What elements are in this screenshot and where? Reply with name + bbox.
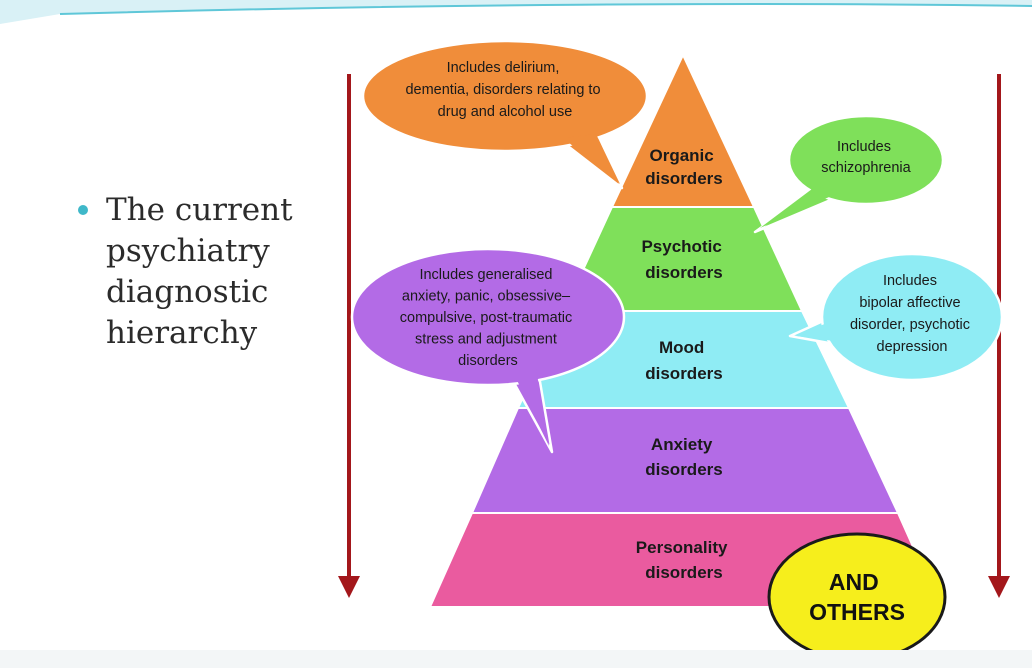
callout-anxiety: Includes generalised anxiety, panic, obs… [350, 247, 626, 454]
bullet-text: The current psychiatry diagnostic hierar… [106, 190, 318, 354]
footer-strip [0, 650, 1032, 668]
and-others-badge: AND OTHERS [767, 532, 947, 662]
callout-organic: Includes delirium, dementia, disorders r… [361, 39, 649, 190]
level-label-mood: Mood disorders [645, 338, 722, 383]
callout-mood: Includes bipolar affective disorder, psy… [788, 252, 1004, 382]
callout-anxiety-text: Includes generalised anxiety, panic, obs… [400, 267, 576, 369]
callout-organic-text: Includes delirium, dementia, disorders r… [405, 60, 604, 120]
bullet-dot-icon [78, 205, 88, 215]
callout-psychotic-text: Includes schizophrenia [821, 139, 911, 176]
bullet-line-2: psychiatry [106, 233, 270, 269]
callout-psychotic: Includes schizophrenia [753, 114, 945, 234]
bullet-item: The current psychiatry diagnostic hierar… [78, 190, 318, 354]
level-label-personality: Personality disorders [636, 538, 732, 582]
bullet-line-1: The current [106, 192, 293, 228]
bullet-line-3: diagnostic [106, 274, 269, 310]
callout-mood-text: Includes bipolar affective disorder, psy… [850, 273, 974, 355]
bullet-line-4: hierarchy [106, 315, 258, 351]
and-others-text: AND OTHERS [809, 569, 905, 625]
header-swoosh-line [59, 3, 1032, 15]
level-label-organic: Organic disorders [645, 146, 722, 188]
level-label-psychotic: Psychotic disorders [641, 237, 726, 282]
left-down-arrow-icon [338, 74, 360, 598]
level-label-anxiety: Anxiety disorders [645, 435, 722, 479]
header-swoosh [0, 0, 1032, 24]
